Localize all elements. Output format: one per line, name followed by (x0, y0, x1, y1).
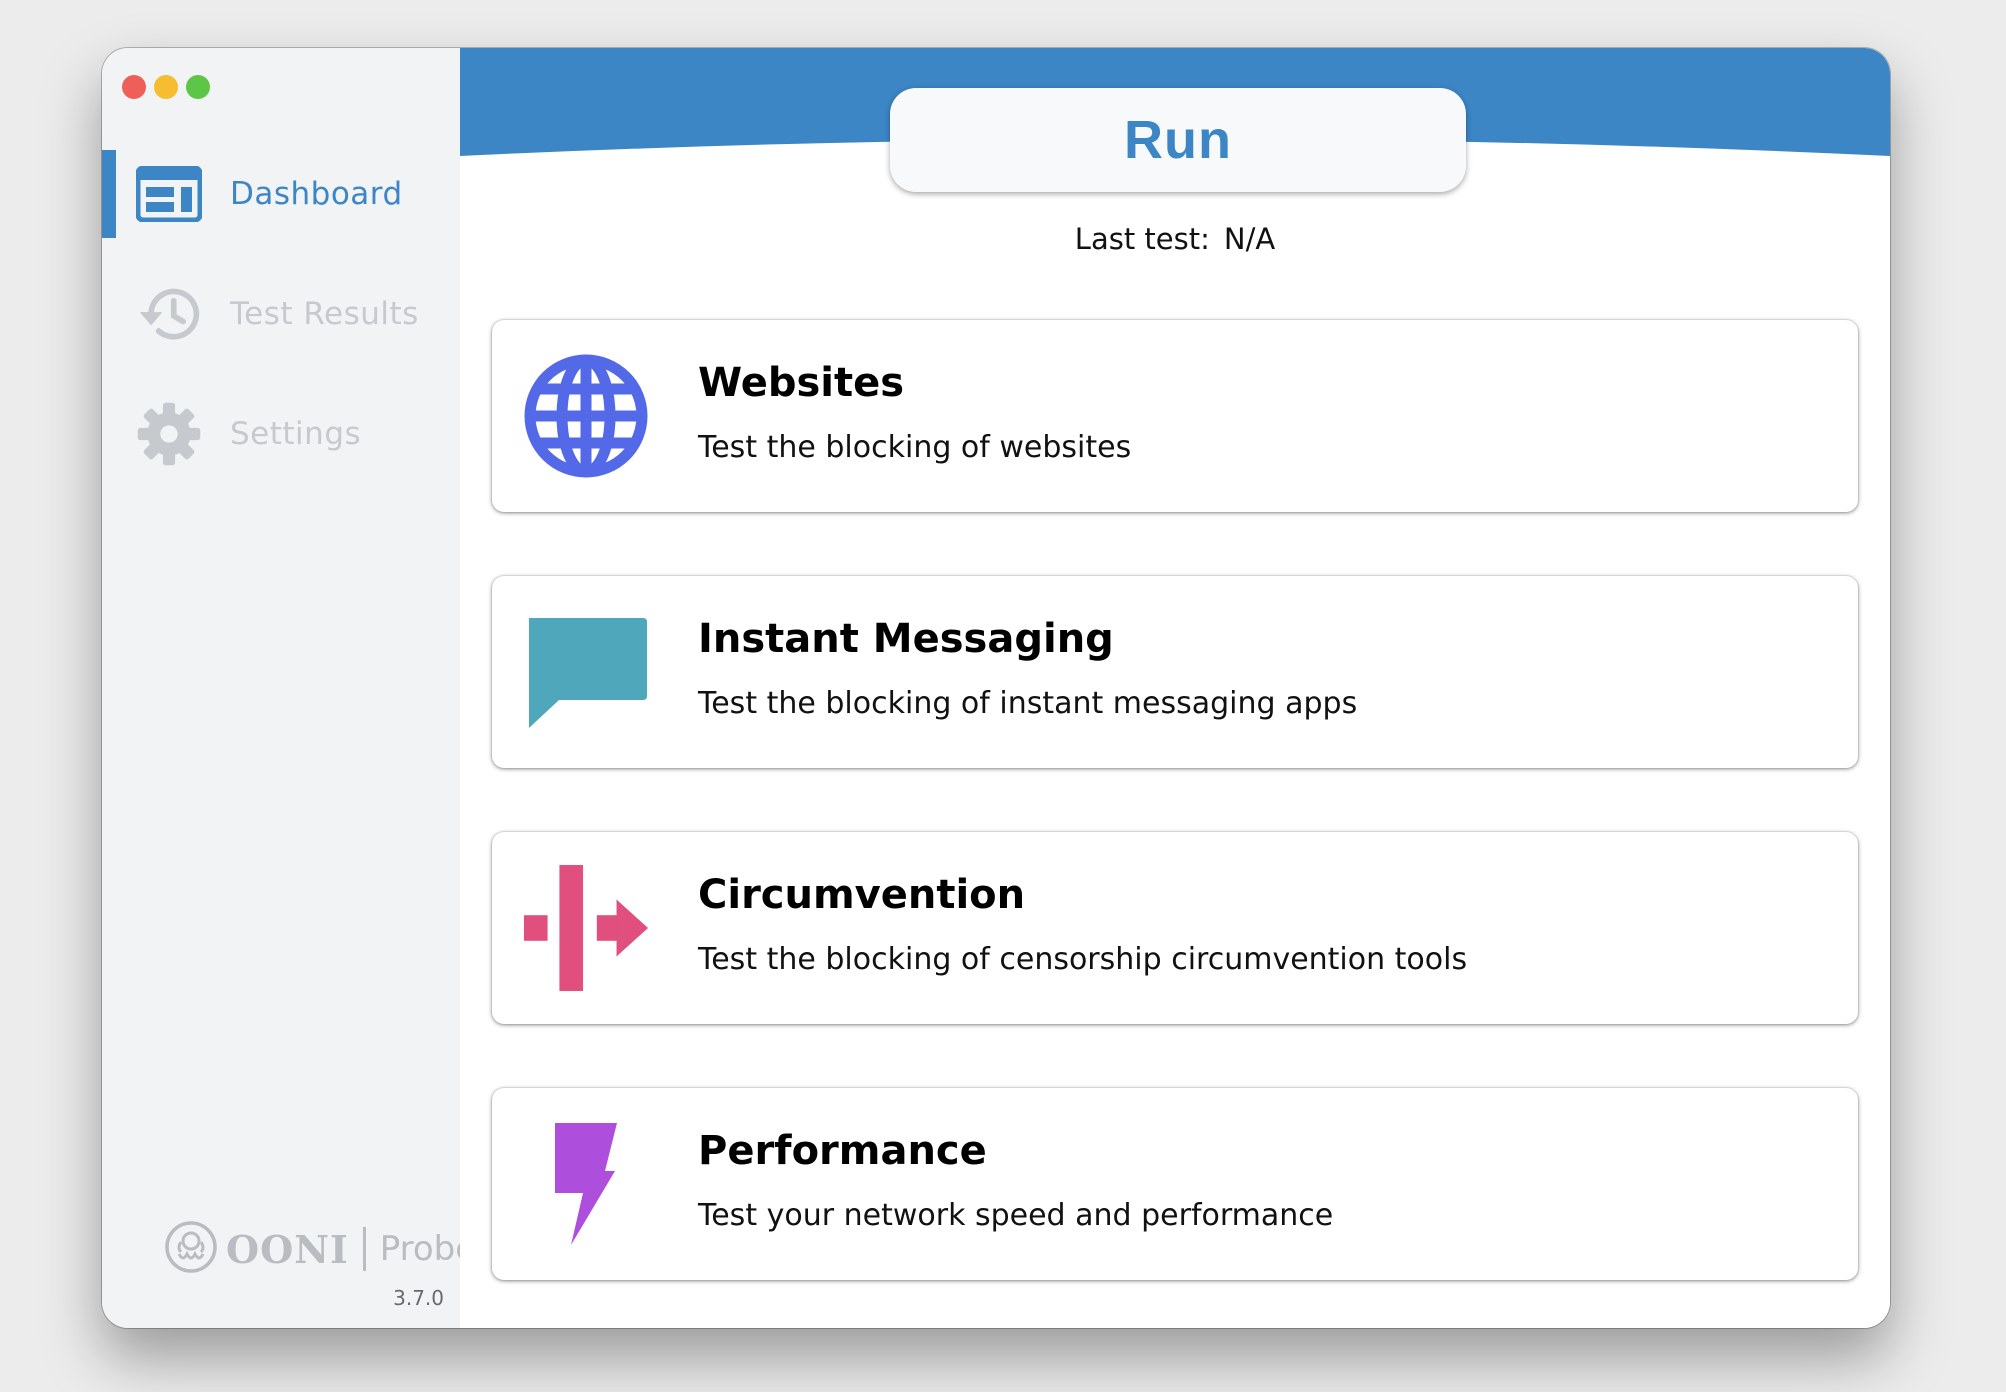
close-window-button[interactable] (122, 75, 146, 99)
zoom-window-button[interactable] (186, 75, 210, 99)
card-performance[interactable]: Performance Test your network speed and … (492, 1088, 1858, 1280)
card-description: Test the blocking of censorship circumve… (698, 942, 1468, 977)
run-button[interactable]: Run (890, 88, 1466, 192)
main-content: Run Last test:N/A Websites T (460, 48, 1890, 1328)
app-window: Dashboard Test Results (102, 48, 1890, 1328)
globe-icon (522, 352, 650, 480)
sidebar-item-settings[interactable]: Settings (102, 390, 460, 478)
sidebar-item-dashboard[interactable]: Dashboard (102, 150, 460, 238)
card-circumvention[interactable]: Circumvention Test the blocking of censo… (492, 832, 1858, 1024)
active-indicator (102, 150, 116, 238)
ooni-octopus-icon (164, 1220, 218, 1278)
card-title: Circumvention (698, 872, 1026, 918)
sidebar-item-label: Test Results (230, 296, 419, 332)
last-test-label: Last test: (1074, 222, 1210, 256)
brand-name: OONI (226, 1226, 349, 1272)
app-version: 3.7.0 (393, 1286, 444, 1310)
card-description: Test your network speed and performance (698, 1198, 1334, 1233)
card-websites[interactable]: Websites Test the blocking of websites (492, 320, 1858, 512)
sidebar-item-test-results[interactable]: Test Results (102, 270, 460, 358)
last-test-value: N/A (1223, 222, 1276, 256)
circumvention-icon (522, 864, 650, 992)
card-description: Test the blocking of websites (698, 430, 1132, 465)
brand-divider (362, 1227, 366, 1271)
minimize-window-button[interactable] (154, 75, 178, 99)
card-instant-messaging[interactable]: Instant Messaging Test the blocking of i… (492, 576, 1858, 768)
last-test-status: Last test: N/A (460, 222, 1890, 256)
dashboard-icon (136, 161, 202, 227)
brand-logo: OONI Probe (164, 1220, 476, 1278)
history-icon (136, 281, 202, 347)
sidebar-item-label: Settings (230, 416, 362, 452)
card-description: Test the blocking of instant messaging a… (698, 686, 1358, 721)
sidebar-item-label: Dashboard (230, 176, 403, 212)
card-title: Performance (698, 1128, 987, 1174)
chat-bubble-icon (522, 608, 650, 736)
sidebar: Dashboard Test Results (102, 48, 476, 1328)
gear-icon (136, 401, 202, 467)
card-title: Instant Messaging (698, 616, 1114, 662)
lightning-icon (522, 1120, 650, 1248)
card-title: Websites (698, 360, 905, 406)
